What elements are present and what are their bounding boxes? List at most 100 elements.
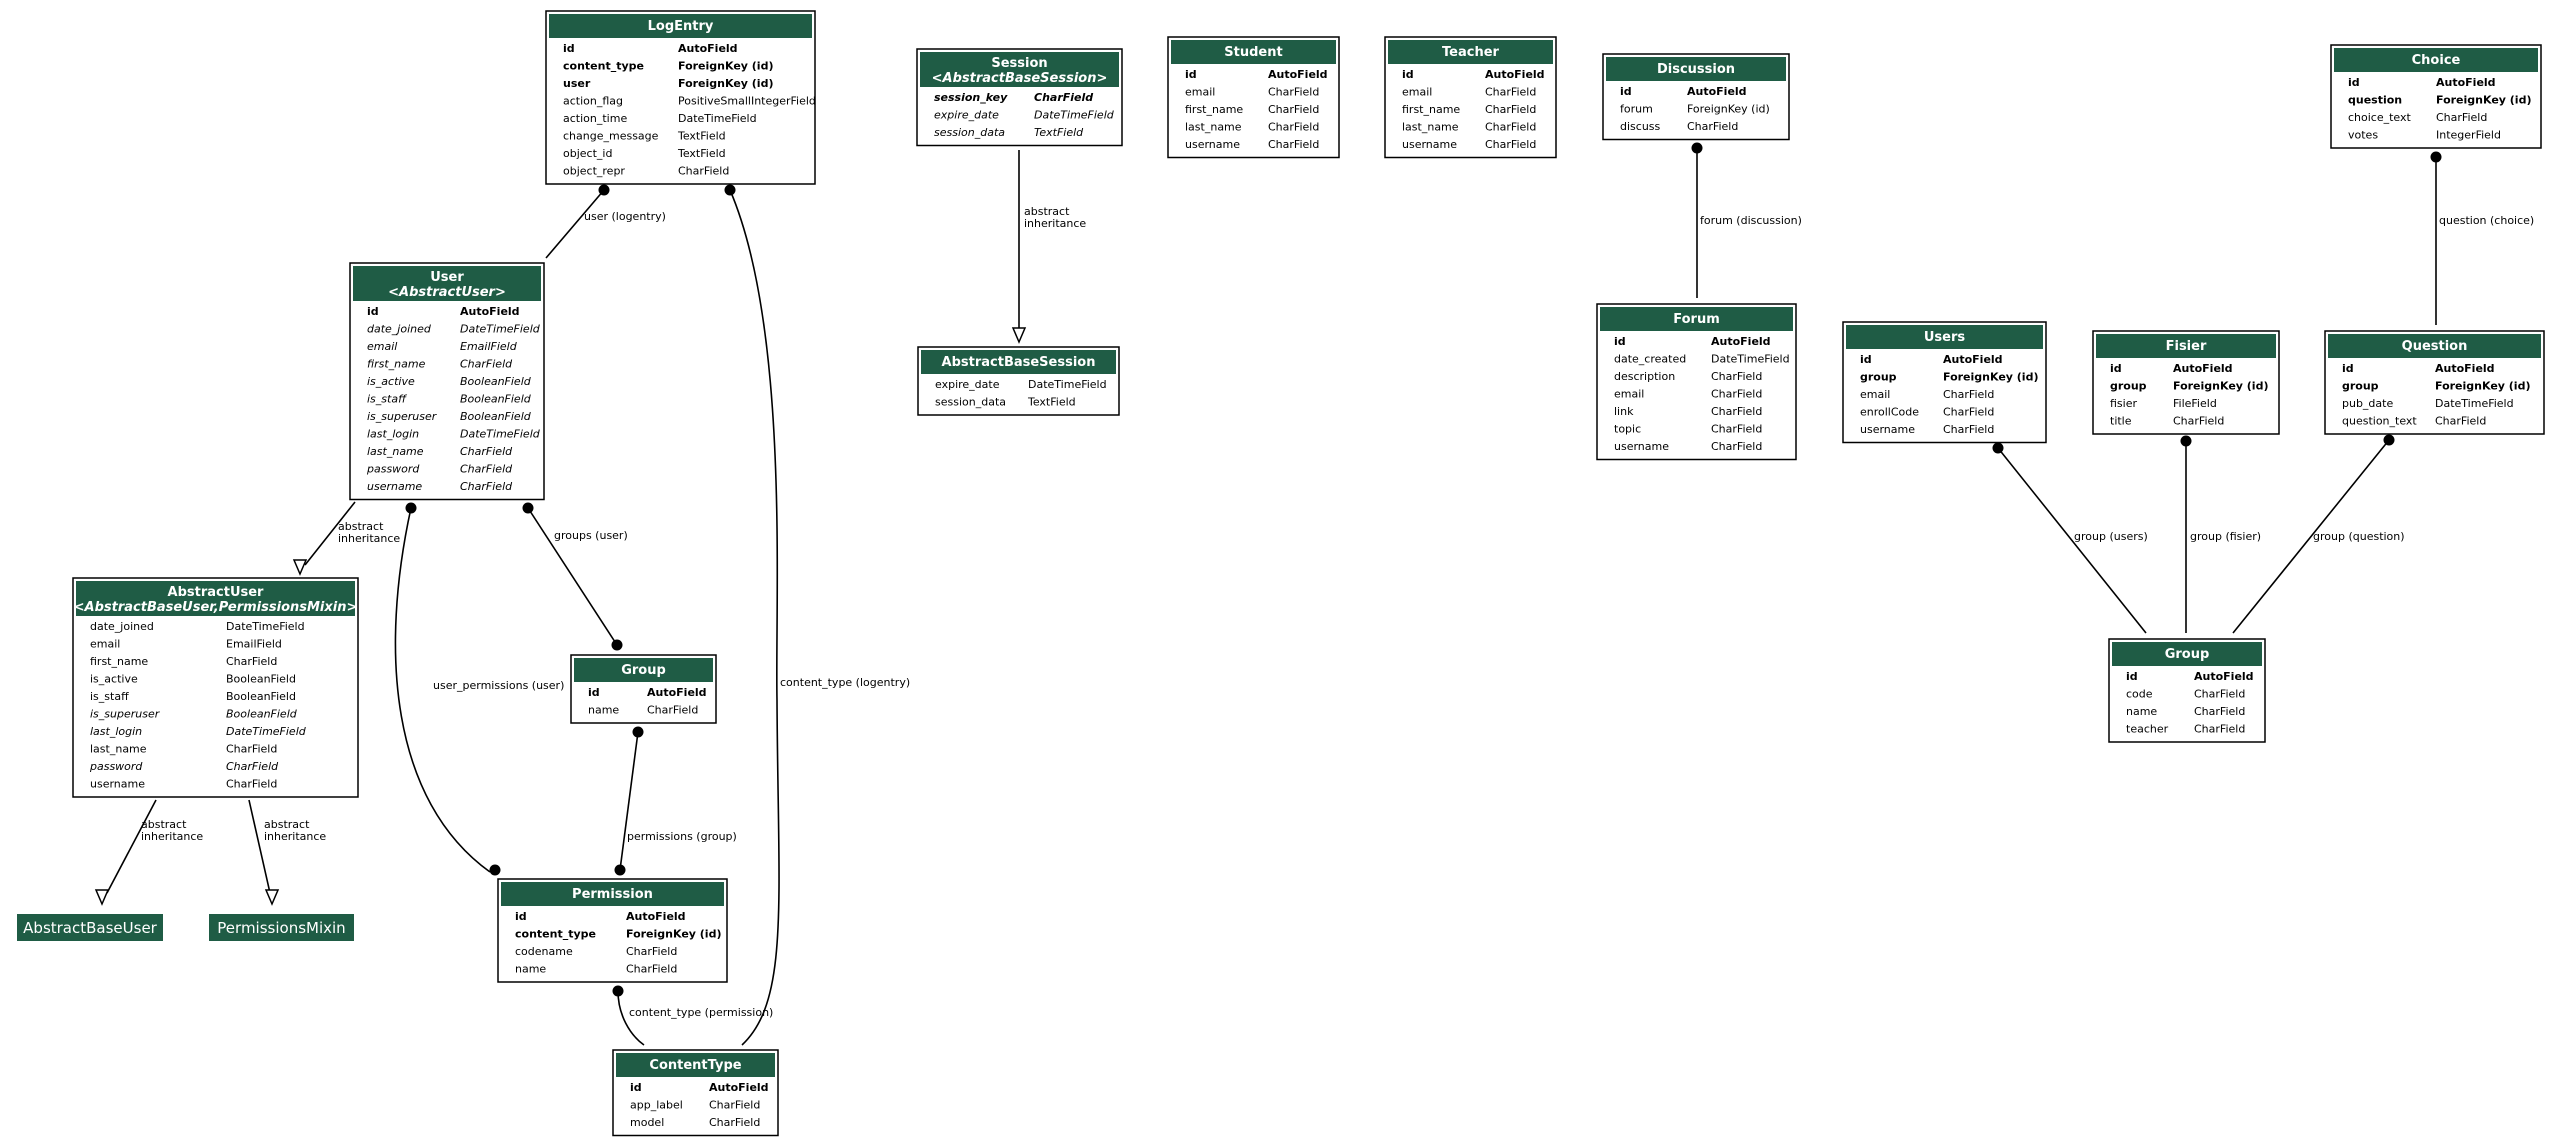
field-type: AutoField [2436,76,2496,89]
field-type: AutoField [460,305,520,318]
edge-label: group (question) [2313,530,2405,543]
edge-label: inheritance [338,532,400,545]
field-name: username [367,480,422,493]
relation-dot [612,985,624,997]
edge-line [304,501,356,566]
field-type: CharField [2436,111,2487,124]
field-type: TextField [677,147,726,160]
edge-label: abstract [338,520,384,533]
field-name: last_name [1185,121,1242,134]
field-type: CharField [2194,723,2245,736]
edge-line [1997,447,2147,634]
field-name: id [367,305,379,318]
model-subtitle: <AbstractUser> [388,285,506,300]
field-type: FileField [2173,397,2217,410]
field-name: username [1402,138,1457,151]
model-header [1388,40,1553,64]
field-type: CharField [647,704,698,717]
field-type: AutoField [2435,362,2495,375]
model-header [2328,334,2541,358]
field-name: date_joined [367,323,432,336]
field-name: email [90,638,120,651]
field-type: DateTimeField [226,725,307,738]
field-name: id [1620,85,1632,98]
field-type: CharField [460,480,513,493]
field-type: CharField [1943,406,1994,419]
edge-label: content_type (logentry) [780,676,910,689]
model-header [2096,334,2276,358]
field-name: id [588,686,600,699]
field-type: AutoField [1943,353,2003,366]
model-title: LogEntry [648,19,714,34]
field-name: group [2110,380,2147,393]
edge-label: abstract [141,818,187,831]
model-header [574,658,713,682]
field-name: id [1860,353,1872,366]
edge-label: content_type (permission) [629,1006,773,1019]
edge-line [545,189,605,259]
field-type: EmailField [226,638,282,651]
field-name: action_flag [563,95,623,108]
field-type: DateTimeField [2435,397,2514,410]
field-name: user [563,77,591,90]
field-name: username [1614,440,1669,453]
relation-dot [405,502,417,514]
field-type: CharField [2173,415,2224,428]
field-type: ForeignKey (id) [678,77,773,90]
edge-label: inheritance [264,830,326,843]
field-type: BooleanField [460,375,532,388]
field-name: name [588,704,619,717]
field-name: model [630,1116,664,1129]
model-title: Session [991,56,1047,71]
model-title: Group [2165,647,2210,662]
field-name: email [1614,388,1644,401]
field-type: CharField [1268,138,1319,151]
model-title: Forum [1673,312,1720,327]
field-name: id [1614,335,1626,348]
edge-permissions_group: permissions (group) [614,726,737,876]
field-name: forum [1620,103,1653,116]
field-type: AutoField [647,686,707,699]
field-type: CharField [2435,415,2486,428]
field-name: group [2342,380,2379,393]
edge-line [527,507,618,646]
model-title: AbstractUser [168,585,265,600]
standalone-permissionsmixin: PermissionsMixin [209,914,354,941]
field-name: is_staff [90,690,129,703]
field-name: last_login [90,725,142,738]
inheritance-arrow [1011,327,1027,344]
model-header [2334,48,2538,72]
edge-group_question: group (question) [2232,434,2405,634]
field-name: last_name [1402,121,1459,134]
model-title: Users [1924,330,1966,345]
field-name: password [89,760,143,773]
field-name: date_joined [90,620,154,633]
field-name: object_repr [563,165,625,178]
model-box [349,262,545,501]
edge-label: permissions (group) [627,830,737,843]
field-name: teacher [2126,723,2169,736]
field-name: codename [515,945,573,958]
model-title: AbstractBaseSession [942,355,1096,370]
field-name: email [1185,86,1215,99]
field-type: CharField [2194,705,2245,718]
field-type: IntegerField [2436,129,2501,142]
field-name: expire_date [934,109,999,122]
field-name: id [1402,68,1414,81]
model-abstractuser: AbstractUser<AbstractBaseUser,Permission… [72,577,359,798]
field-type: AutoField [1268,68,1328,81]
model-header [1171,40,1336,64]
field-name: first_name [90,655,148,668]
model-title: Question [2402,339,2468,354]
field-type: ForeignKey (id) [1943,371,2038,384]
edge-group_users: group (users) [1992,442,2148,634]
field-name: fisier [2110,397,2137,410]
field-name: is_superuser [367,410,438,423]
field-type: CharField [1485,103,1536,116]
field-type: PositiveSmallIntegerField [678,95,816,108]
